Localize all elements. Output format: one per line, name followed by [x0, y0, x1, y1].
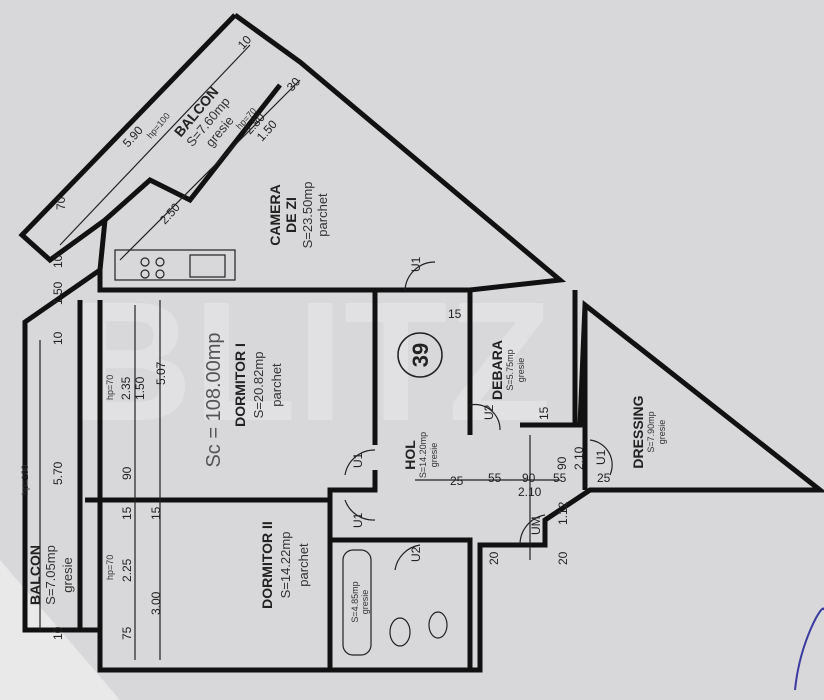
svg-text:gresie: gresie [657, 420, 667, 445]
pen-mark [794, 607, 824, 691]
svg-text:S=14.20mp: S=14.20mp [418, 432, 428, 478]
dim-label: 10 [51, 331, 65, 345]
dim-label: 25 [450, 474, 464, 488]
bathroom-fixtures [342, 549, 448, 656]
dim-label: 1.50 [51, 281, 65, 305]
dim-label: 5.07 [154, 361, 168, 385]
dim-label: 20 [556, 551, 570, 565]
svg-text:S=5.75mp: S=5.75mp [505, 349, 515, 390]
svg-text:HOL: HOL [402, 440, 418, 470]
dim-label: 10 [51, 254, 65, 268]
svg-text:DRESSING: DRESSING [630, 395, 646, 468]
dim-label: 55 [488, 471, 502, 485]
dim-label: 2.10 [518, 485, 542, 499]
dim-label: 5.70 [51, 461, 65, 485]
svg-text:gresie: gresie [60, 557, 75, 592]
svg-text:S=23.50mp: S=23.50mp [300, 182, 315, 249]
svg-text:DE ZI: DE ZI [283, 197, 299, 233]
door-label-u1: U1 [351, 512, 365, 528]
svg-text:S=7.05mp: S=7.05mp [43, 545, 58, 605]
door-labels: U1 U1 U1 U2 U2 UM U1 [351, 256, 608, 562]
dim-label: 70 [54, 196, 68, 210]
svg-text:S=7.90mp: S=7.90mp [646, 411, 656, 452]
door-label-um: UM [529, 516, 543, 535]
svg-text:parchet: parchet [269, 363, 284, 407]
room-dormitor-2: DORMITOR II S=14.22mp parchet [259, 521, 311, 609]
total-area: Sc = 108.00mp [203, 332, 225, 467]
dim-label: 1.12 [556, 501, 570, 525]
svg-text:S=20.82mp: S=20.82mp [251, 352, 266, 419]
kitchen-fixtures [114, 249, 236, 281]
dimension-labels: 5.90 10 30 hp=70 2.80 1.50 70 2.50 10 1.… [51, 32, 611, 640]
dim-label: 15 [448, 307, 462, 321]
room-baie: S=4.85mp gresie [350, 581, 370, 622]
svg-text:DORMITOR I: DORMITOR I [232, 343, 248, 427]
dim-label: 75 [120, 626, 134, 640]
svg-text:DORMITOR II: DORMITOR II [259, 521, 275, 609]
room-dressing: DRESSING S=7.90mp gresie [630, 395, 667, 468]
dim-label: 25 [597, 471, 611, 485]
dim-label: 2.10 [572, 446, 586, 470]
dim-label: 15 [149, 506, 163, 520]
dim-label: 3.00 [149, 591, 163, 615]
dim-label: 2.35 [119, 376, 133, 400]
dim-label: 1.50 [133, 376, 147, 400]
dim-label: 10 [51, 626, 65, 640]
watermark: BLITZ [70, 267, 552, 457]
svg-text:gresie: gresie [429, 443, 439, 468]
door-label-u2: U2 [482, 404, 496, 420]
room-dormitor-1: DORMITOR I S=20.82mp parchet [232, 343, 284, 427]
walls [18, 12, 824, 673]
door-label-u2: U2 [409, 546, 423, 562]
room-camera-de-zi: CAMERA DE ZI S=23.50mp parchet [267, 182, 330, 249]
apartment-number-circle [397, 332, 443, 378]
dim-label: 20 [487, 551, 501, 565]
dim-label: 15 [537, 406, 551, 420]
svg-text:CAMERA: CAMERA [267, 184, 283, 245]
doors [344, 261, 613, 571]
room-debara: DEBARA S=5.75mp gresie [489, 340, 526, 400]
dim-label: 15 [120, 506, 134, 520]
door-label-u1: U1 [409, 256, 423, 272]
dimension-lines [39, 44, 560, 660]
svg-text:DEBARA: DEBARA [489, 340, 505, 400]
svg-text:parchet: parchet [296, 543, 311, 587]
door-label-u1: U1 [351, 452, 365, 468]
dim-label: 55 [553, 471, 567, 485]
svg-text:S=4.85mp: S=4.85mp [350, 581, 360, 622]
dim-label: 90 [555, 456, 569, 470]
dim-label: hp=70 [105, 555, 115, 580]
apartment-number: 39 [408, 343, 433, 367]
dim-label: hp=70 [105, 375, 115, 400]
svg-text:gresie: gresie [360, 590, 370, 615]
door-label-u1: U1 [594, 449, 608, 465]
dim-label: 2.25 [120, 558, 134, 582]
room-hol: HOL S=14.20mp gresie [402, 432, 439, 478]
svg-text:S=14.22mp: S=14.22mp [278, 532, 293, 599]
dim-label: 90 [522, 471, 536, 485]
svg-text:gresie: gresie [516, 358, 526, 383]
svg-text:parchet: parchet [315, 193, 330, 237]
room-balcon-left: hp=100 BALCON S=7.05mp gresie [20, 465, 75, 605]
dim-label: 90 [120, 466, 134, 480]
svg-text:hp=100: hp=100 [20, 465, 30, 495]
svg-text:BALCON: BALCON [27, 545, 43, 605]
